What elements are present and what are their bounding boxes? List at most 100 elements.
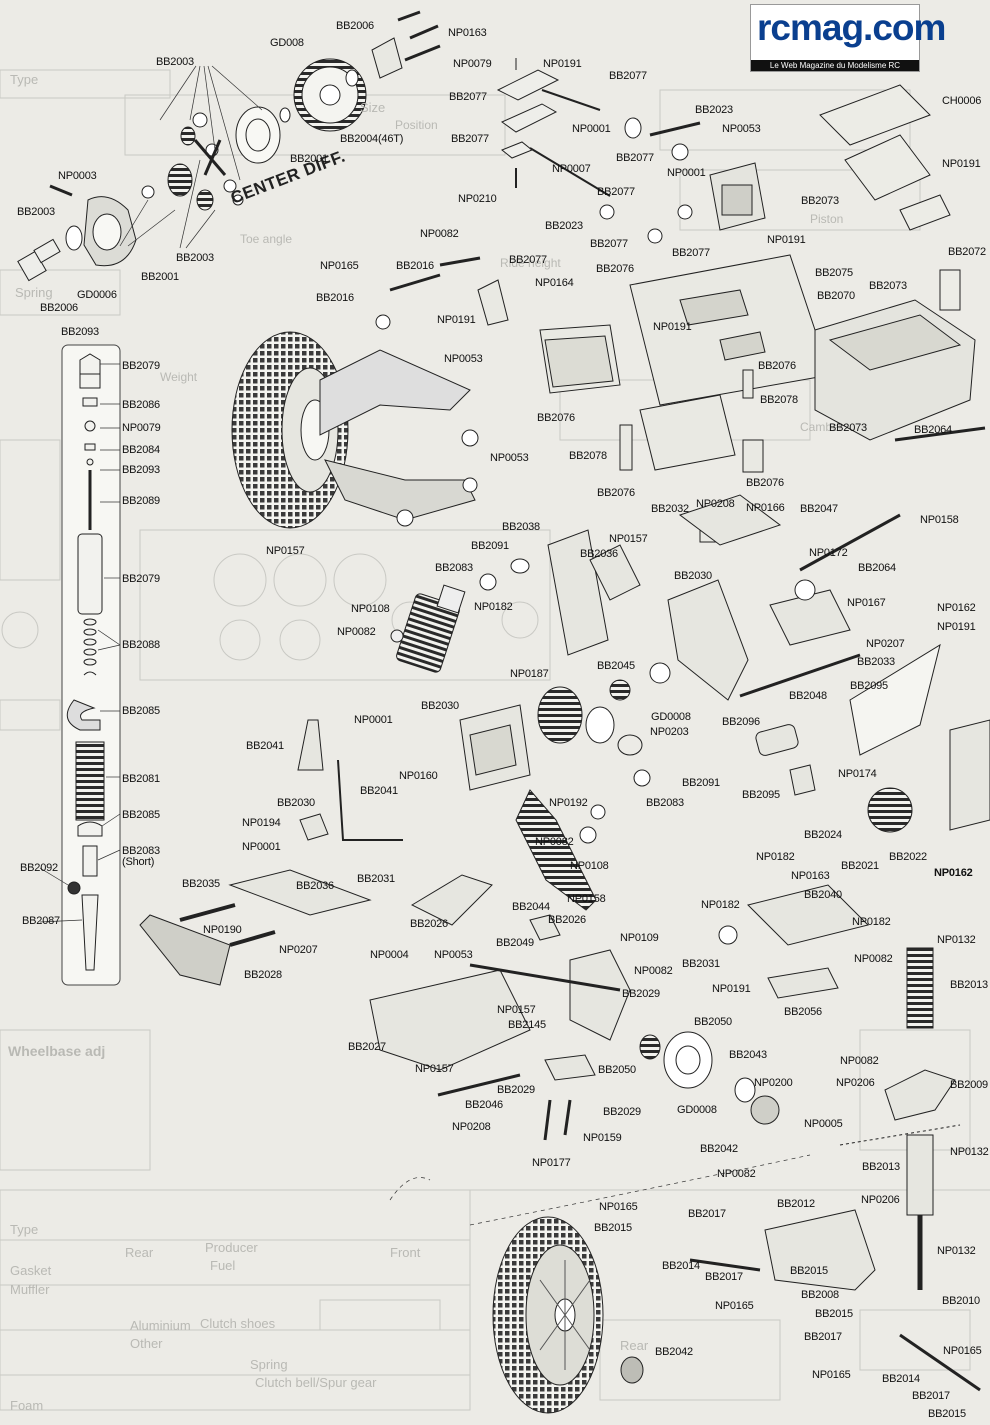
part-label: BB2070	[817, 290, 855, 302]
part-label: NP0182	[701, 899, 740, 911]
ghost-text: Rear	[620, 1338, 649, 1353]
part-label: BB2036	[580, 548, 618, 560]
front-tire-bottom	[492, 1216, 644, 1414]
part-label: NP0165	[320, 260, 359, 272]
part-label: BB2030	[674, 570, 712, 582]
part-label: BB2081	[122, 773, 160, 785]
part-label: NP0207	[866, 638, 905, 650]
part-label: NP0191	[543, 58, 582, 70]
part-label: BB2042	[655, 1346, 693, 1358]
part-label: BB2029	[497, 1084, 535, 1096]
part-label: BB2027	[348, 1041, 386, 1053]
part-label: BB2085	[122, 809, 160, 821]
part-label: BB2056	[784, 1006, 822, 1018]
part-label: BB2088	[122, 639, 160, 651]
ghost-text: Type	[10, 72, 39, 87]
front-shock-mid	[390, 558, 530, 673]
part-label: NP0003	[58, 170, 97, 182]
part-label: BB2010	[942, 1295, 980, 1307]
radio-box-assembly	[814, 84, 986, 442]
part-label: BB2073	[801, 195, 839, 207]
part-label: BB2089	[122, 495, 160, 507]
part-label: BB2072	[948, 246, 986, 258]
center-diff-assembly	[17, 10, 441, 282]
part-label: BB2030	[277, 797, 315, 809]
part-label: BB2064	[914, 424, 952, 436]
part-label: BB2004(46T)	[340, 133, 404, 145]
part-label: BB2145	[508, 1019, 546, 1031]
part-label: NP0165	[812, 1369, 851, 1381]
part-label: BB2091	[471, 540, 509, 552]
part-label: NP0079	[122, 422, 161, 434]
part-label: BB2001	[290, 153, 328, 165]
part-label: BB2036	[296, 880, 334, 892]
part-label: NP0132	[950, 1146, 989, 1158]
part-label: BB2077	[609, 70, 647, 82]
part-label: GD0008	[651, 711, 691, 723]
part-label: BB2046	[465, 1099, 503, 1111]
ghost-text: Toe angle	[240, 232, 293, 246]
part-label: NP0177	[532, 1157, 571, 1169]
part-label: NP0001	[242, 841, 281, 853]
part-label: NP0182	[756, 851, 795, 863]
rear-gearbox-assembly	[139, 704, 651, 1071]
part-label: NP0165	[715, 1300, 754, 1312]
part-label: BB2078	[569, 450, 607, 462]
part-label: NP0182	[474, 601, 513, 613]
ghost-text: Piston	[810, 212, 844, 226]
part-label: NP0200	[754, 1077, 793, 1089]
part-label: BB2050	[694, 1016, 732, 1028]
part-label: GD0006	[77, 289, 117, 301]
ghost-text: Aluminium	[130, 1318, 191, 1333]
part-label: NP0190	[203, 924, 242, 936]
part-label: BB2077	[616, 152, 654, 164]
part-label: BB2050	[598, 1064, 636, 1076]
part-label: BB2001	[141, 271, 179, 283]
part-label: NP0192	[549, 797, 588, 809]
background-sheet	[0, 69, 990, 1411]
part-label: BB2015	[928, 1408, 966, 1420]
part-label: NP0109	[620, 932, 659, 944]
part-label: BB2077	[672, 247, 710, 259]
part-label: BB2076	[758, 360, 796, 372]
part-label: BB2079	[122, 360, 160, 372]
part-label: BB2029	[603, 1106, 641, 1118]
part-label: NP0053	[722, 123, 761, 135]
part-label: BB2031	[357, 873, 395, 885]
part-label: BB2023	[545, 220, 583, 232]
part-label: NP0082	[420, 228, 459, 240]
part-label: BB2003	[156, 56, 194, 68]
rcmag-logo[interactable]: rcmag.com Le Web Magazine du Modelisme R…	[750, 4, 946, 72]
part-label: NP0053	[490, 452, 529, 464]
part-label: NP0159	[583, 1132, 622, 1144]
part-label: NP0005	[804, 1118, 843, 1130]
part-label: NP0082	[840, 1055, 879, 1067]
part-label: BB2017	[705, 1271, 743, 1283]
part-label: BB2017	[804, 1331, 842, 1343]
part-label: BB2044	[512, 901, 550, 913]
ghost-text: Foam	[10, 1398, 44, 1413]
part-label: NP0053	[434, 949, 473, 961]
part-label: GD0008	[677, 1104, 717, 1116]
part-label: BB2015	[790, 1265, 828, 1277]
part-label: NP0082	[535, 836, 574, 848]
part-label: BB2077	[449, 91, 487, 103]
ghost-text: Type	[10, 1222, 39, 1237]
part-label: BB2075	[815, 267, 853, 279]
logo-tagline: Le Web Magazine du Modelisme RC	[751, 60, 919, 71]
part-label: NP0158	[567, 893, 606, 905]
part-label: NP0158	[920, 514, 959, 526]
part-label: BB2073	[869, 280, 907, 292]
part-label: NP0079	[453, 58, 492, 70]
part-label: BB2038	[502, 521, 540, 533]
ghost-text: Clutch shoes	[200, 1316, 276, 1331]
part-label: BB2096	[722, 716, 760, 728]
ghost-text: Spring	[15, 285, 53, 300]
part-label: BB2021	[841, 860, 879, 872]
part-label: NP0163	[791, 870, 830, 882]
part-label: BB2049	[496, 937, 534, 949]
part-label: NP0165	[943, 1345, 982, 1357]
ghost-text: Position	[395, 118, 438, 132]
rear-hub-assembly	[437, 914, 780, 1141]
part-label: CH0006	[942, 95, 982, 107]
